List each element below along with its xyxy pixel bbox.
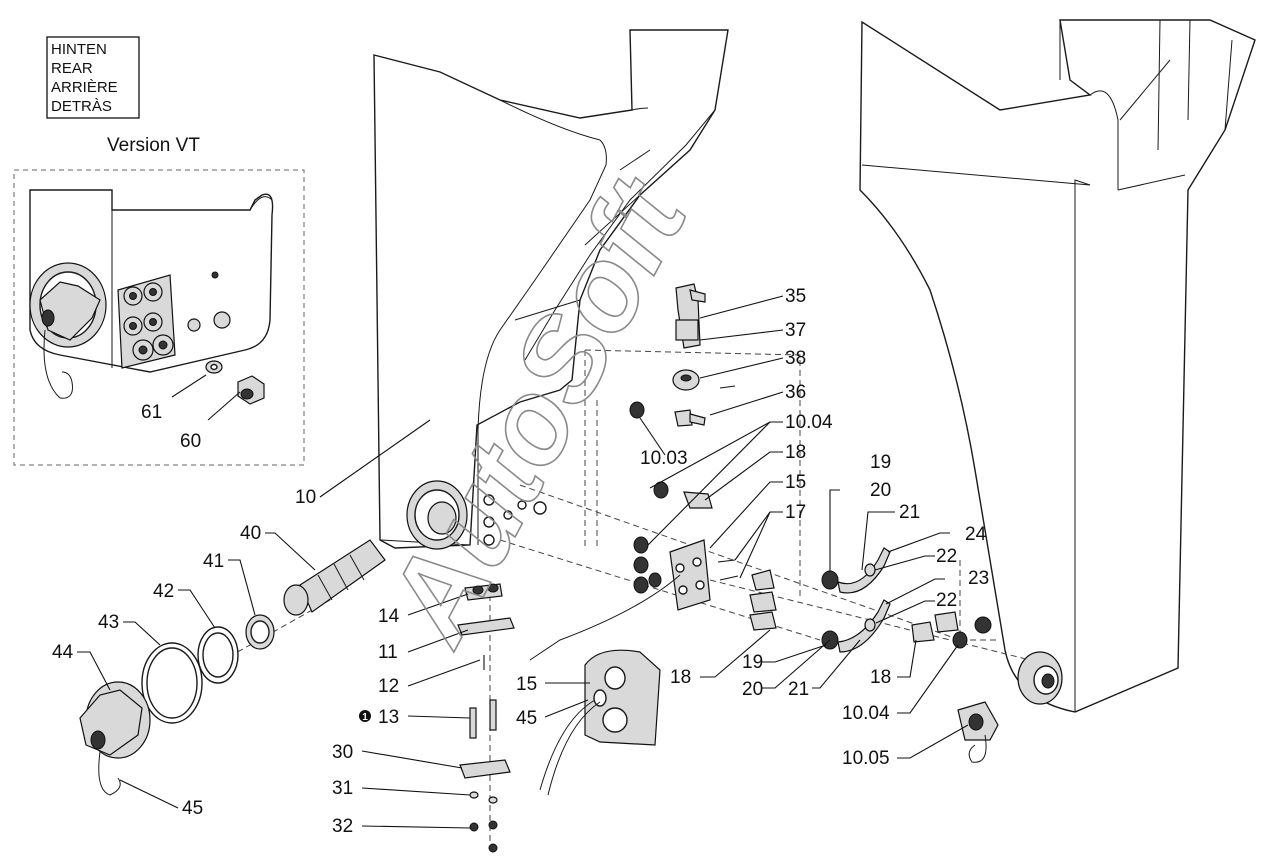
version-title: Version VT [107,135,200,156]
part-label-42: 42 [153,581,174,602]
part-label-20-lower: 20 [742,679,763,700]
part-label-10-04-upper: 10.04 [785,412,833,433]
tank-right [859,19,1256,713]
note-marker-icon: 1 [359,710,371,723]
part-label-31: 31 [332,778,353,799]
part-label-10-03: 10.03 [640,448,688,469]
part-label-15-lower: 15 [516,674,537,695]
part-label-36: 36 [785,382,806,403]
rear-orientation-box: HINTEN REAR ARRIÈRE DETRÀS [46,36,140,119]
part-label-17: 17 [785,502,806,523]
part-label-60: 60 [180,431,201,452]
part-label-18-right: 18 [870,667,891,688]
part-label-18-middle: 18 [670,667,691,688]
rear-box-line-3: ARRIÈRE [51,79,118,96]
rear-box-line-4: DETRÀS [51,98,112,115]
part-label-40: 40 [240,523,261,544]
part-label-38: 38 [785,348,806,369]
part-label-21-lower: 21 [788,679,809,700]
part-label-44: 44 [52,642,74,663]
leader-lines [77,295,969,829]
part-label-41: 41 [203,551,224,572]
part-label-43: 43 [98,612,119,633]
part-label-22-upper: 22 [936,546,957,567]
part-label-12: 12 [378,676,399,697]
part-label-61: 61 [141,402,162,423]
note-marker-text: 1 [362,712,368,723]
part-label-13: 13 [378,707,399,728]
part-label-11: 11 [378,642,398,663]
part-label-45-lower: 45 [516,708,537,729]
part-label-32: 32 [332,816,353,837]
part-label-18-upper: 18 [785,442,806,463]
part-label-30: 30 [332,742,353,763]
part-label-24: 24 [965,524,987,545]
part-label-20-upper: 20 [870,480,891,501]
part-label-10-05: 10.05 [842,748,890,769]
part-label-19-upper: 19 [870,452,891,473]
part-label-14: 14 [378,606,400,627]
part-label-19-lower: 19 [742,652,763,673]
part-label-23: 23 [968,568,989,589]
tank-center [373,29,729,550]
part-label-45-left: 45 [182,798,203,819]
part-label-10-04-right: 10.04 [842,703,890,724]
parts [79,283,999,853]
part-labels: 61 60 10 40 41 42 43 44 45 14 11 12 1 13… [52,286,989,837]
rear-box-line-1: HINTEN [51,41,107,58]
version-vt-inset [13,169,305,466]
part-label-37: 37 [785,320,806,341]
part-label-21-upper: 21 [899,502,920,523]
rear-box-line-2: REAR [51,60,93,77]
part-label-22-lower: 22 [936,590,957,611]
part-label-10: 10 [295,487,316,508]
part-label-35: 35 [785,286,806,307]
part-label-15-upper: 15 [785,472,806,493]
